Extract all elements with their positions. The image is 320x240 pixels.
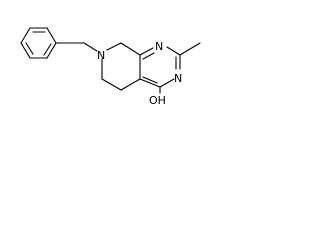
piperidine-ring — [101, 42, 141, 91]
methyl-bond — [179, 42, 201, 56]
atom-label-n7: N — [97, 49, 105, 62]
bond — [139, 47, 154, 56]
bond — [106, 42, 122, 51]
atom-label-oh: OH — [149, 94, 166, 107]
atom-label-n3: N — [174, 72, 182, 85]
bond — [20, 42, 31, 59]
bond — [20, 27, 31, 44]
bond — [101, 78, 122, 91]
double-bond — [43, 43, 52, 56]
atom-label-n1: N — [155, 40, 163, 53]
benzene-ring — [20, 27, 57, 59]
structure-canvas: N N N OH — [0, 0, 247, 113]
bond — [120, 78, 141, 91]
bond — [159, 78, 175, 88]
bond — [120, 42, 141, 56]
bond — [83, 42, 98, 52]
pyrimidine-ring — [139, 46, 181, 88]
bond — [166, 46, 181, 56]
chemical-structure: N N N OH — [20, 27, 201, 107]
bond — [46, 27, 57, 44]
bond — [139, 78, 161, 88]
double-bond — [142, 52, 155, 60]
double-bond — [25, 42, 34, 55]
bond — [46, 42, 57, 59]
double-bond — [142, 76, 158, 84]
